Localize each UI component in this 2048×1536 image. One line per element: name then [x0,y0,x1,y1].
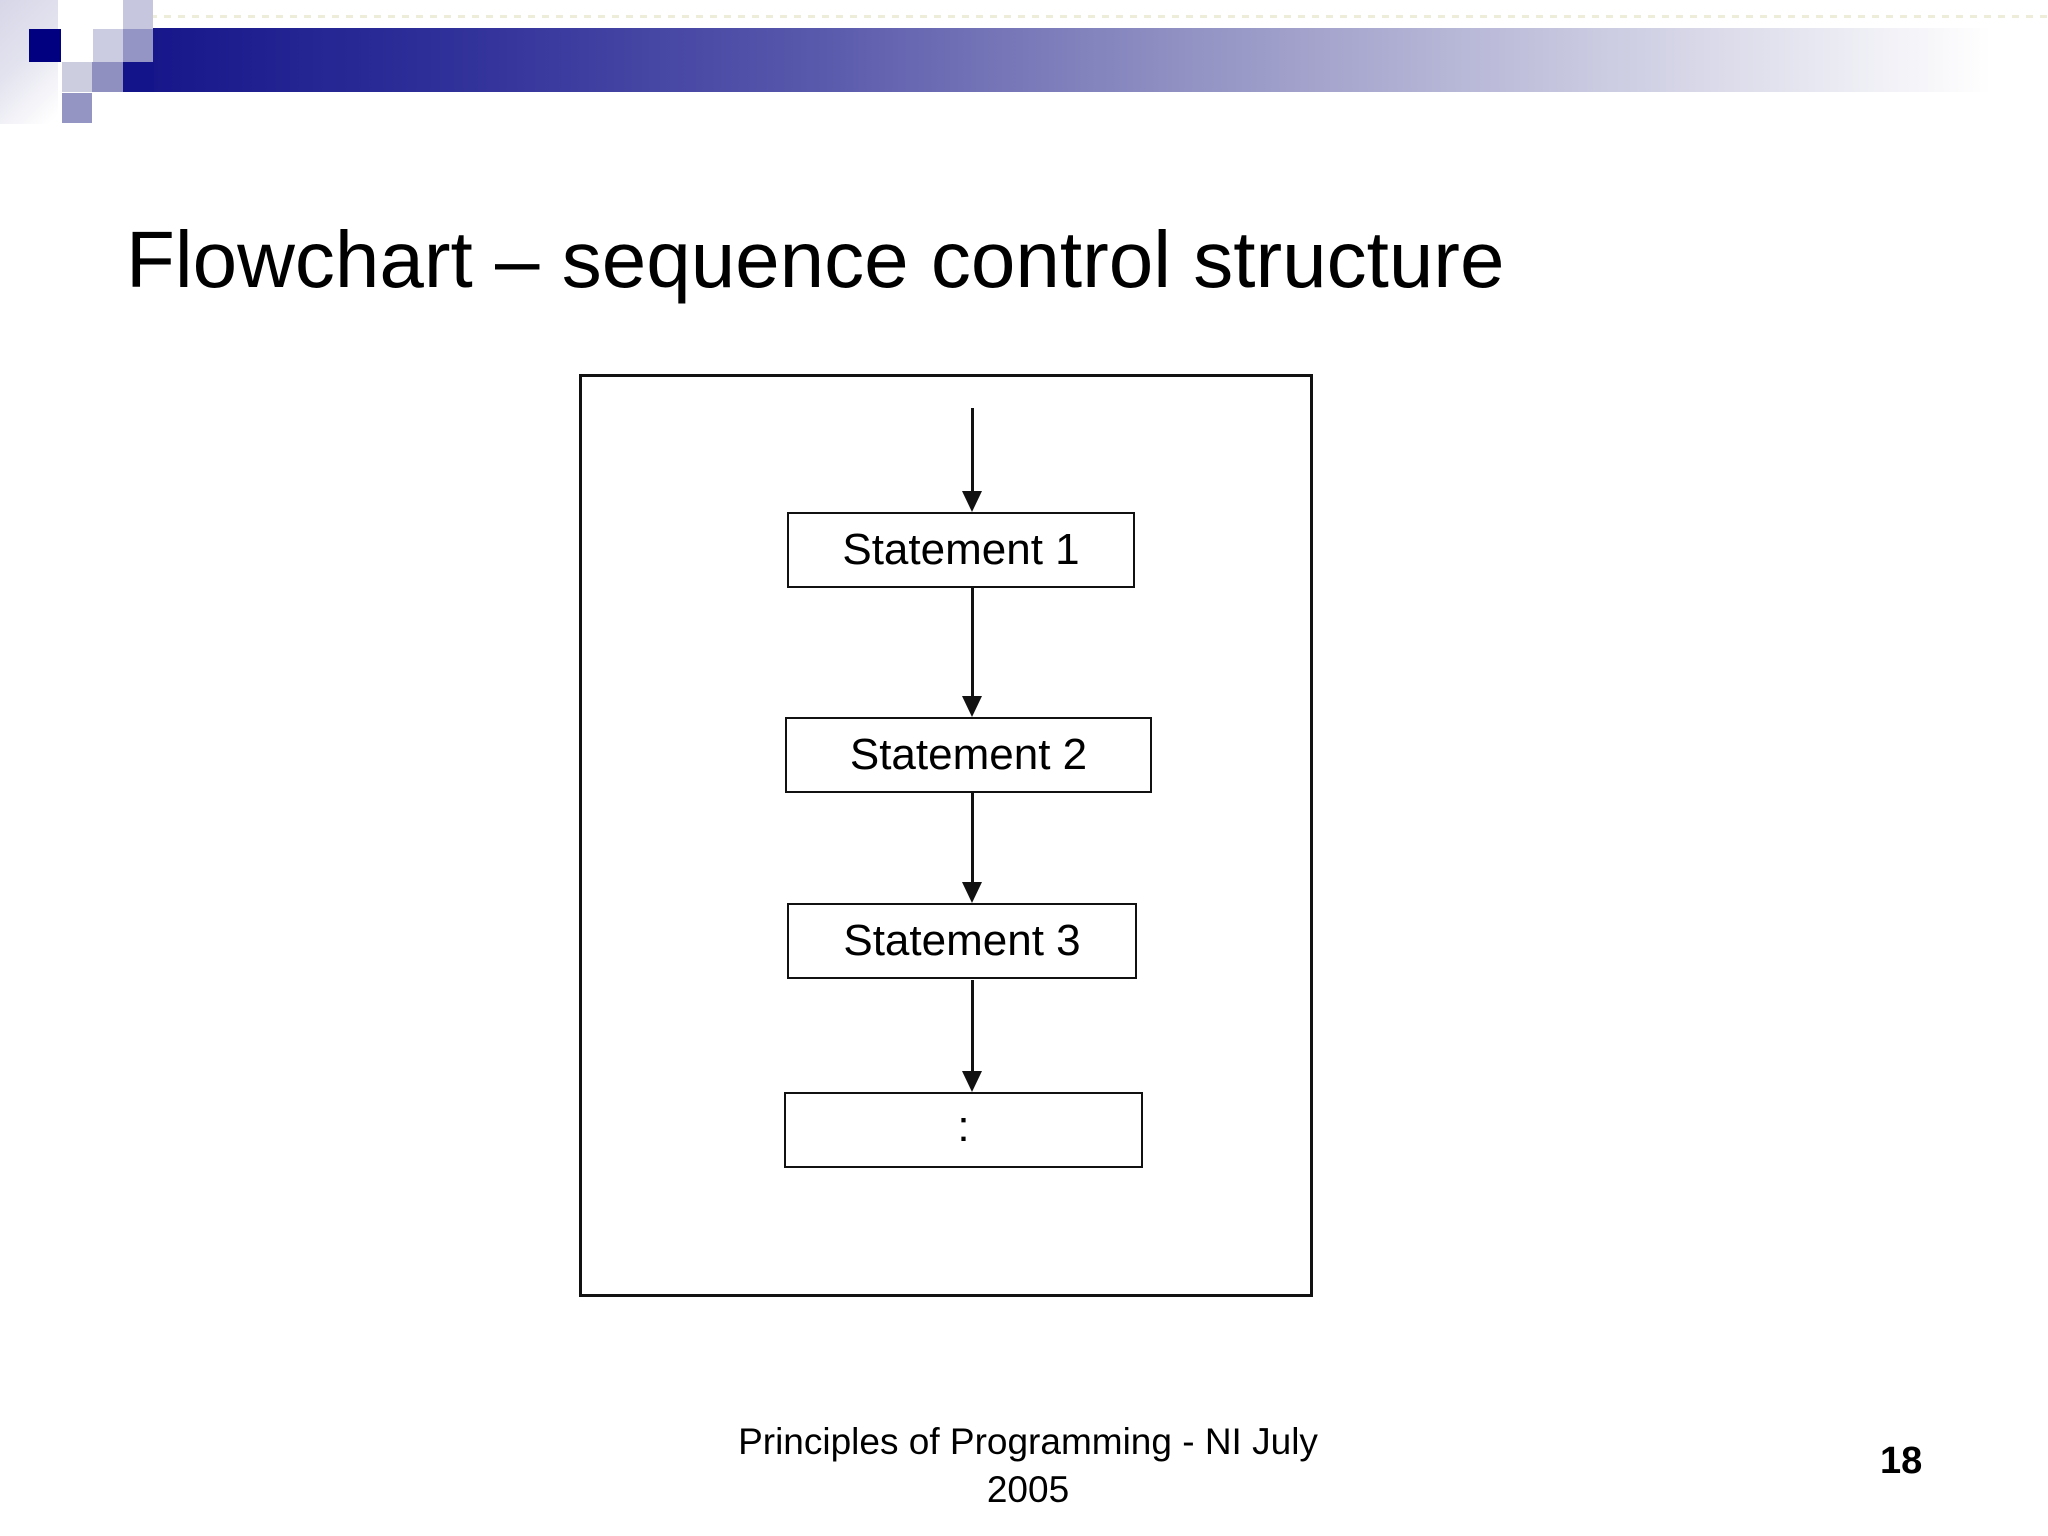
footer-line-2: 2005 [986,1469,1070,1511]
flowchart-node-statement-2: Statement 2 [785,717,1152,793]
arrow-down-icon [962,696,982,717]
node-label: Statement 3 [843,916,1081,965]
deco-gradient-banner [153,28,2048,92]
footer: Principles of Programming - NI July 2005 [578,1418,1478,1514]
flowchart-node-ellipsis: : [784,1092,1143,1168]
node-label: Statement 2 [849,730,1088,779]
page-number: 18 [1880,1440,1923,1482]
flow-arrow-line [971,793,974,883]
footer-line-1: Principles of Programming - NI July [738,1421,1318,1462]
flow-arrow-line [971,980,974,1072]
header-decoration [0,0,2048,130]
flowchart-outer-box [579,374,1313,1297]
flow-arrow-line [971,408,974,492]
deco-square [93,29,123,62]
flow-arrow-line [971,588,974,697]
deco-square [123,29,153,62]
deco-square [92,62,123,92]
flowchart-node-statement-3: Statement 3 [787,903,1137,979]
deco-banner-step [123,62,154,92]
deco-square [123,0,153,29]
slide-title: Flowchart – sequence control structure [126,215,1505,304]
node-label: : [957,1102,970,1151]
deco-square-navy [29,29,61,62]
arrow-down-icon [962,491,982,512]
flowchart-node-statement-1: Statement 1 [787,512,1135,588]
arrow-down-icon [962,1071,982,1092]
arrow-down-icon [962,882,982,903]
node-label: Statement 1 [842,525,1080,574]
deco-square [62,93,92,123]
deco-square [62,62,92,92]
deco-dotted-top-line [150,15,2048,18]
deco-left-gradient-strip [0,0,58,124]
